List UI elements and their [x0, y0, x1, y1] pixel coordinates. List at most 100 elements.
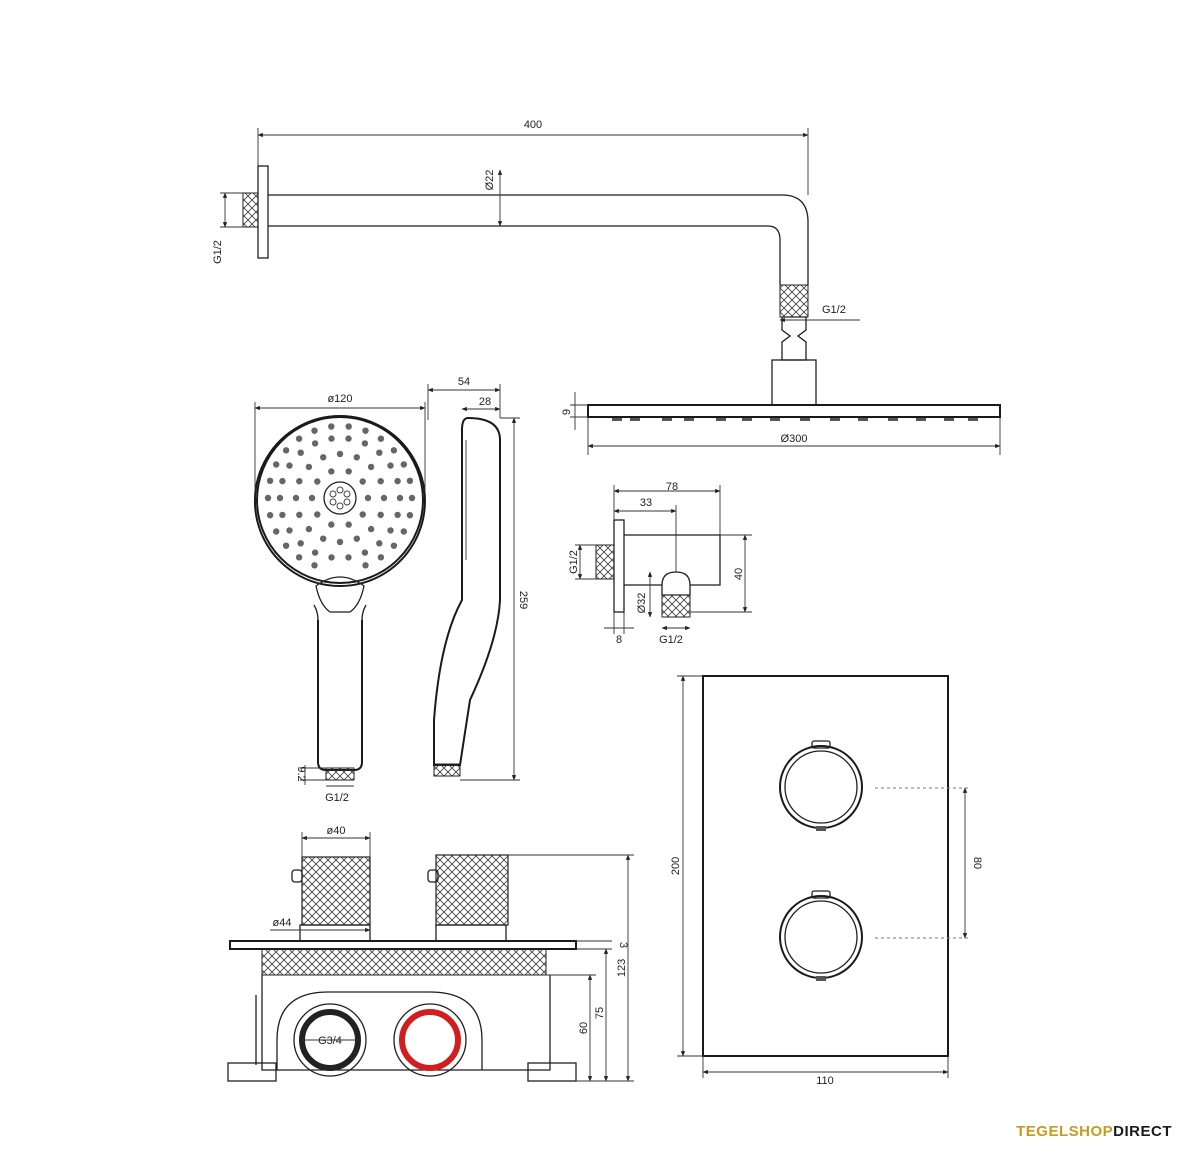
- wall-thread-dimension: G1/2: [212, 192, 243, 264]
- center-nozzle: [343, 498, 351, 506]
- knob-diameter-dimension: ø40: [301, 825, 371, 857]
- nozzle: [376, 449, 383, 456]
- nozzle: [364, 494, 372, 502]
- head-diameter-dimension: Ø300: [587, 417, 1001, 455]
- panel-width-dimension: 110: [702, 1056, 949, 1087]
- nozzle: [345, 521, 352, 528]
- hot-connection-ring: [399, 1009, 461, 1071]
- nozzle: [336, 538, 344, 546]
- nozzle: [353, 454, 360, 461]
- outlet-width-label: 78: [666, 481, 678, 493]
- nozzle: [377, 554, 385, 561]
- nozzle: [328, 554, 335, 561]
- nozzle: [387, 462, 394, 469]
- nozzle: [406, 477, 414, 484]
- arm-length-label: 400: [524, 119, 542, 131]
- nozzle: [296, 511, 303, 518]
- nozzle: [297, 540, 304, 547]
- hand-depth-label: 54: [458, 376, 470, 388]
- nozzle: [305, 463, 313, 471]
- nozzle: [367, 525, 375, 533]
- nozzle: [406, 512, 414, 519]
- knob-diameter-label: ø40: [327, 825, 346, 837]
- mixing-box: G3/4: [227, 854, 577, 1082]
- hand-thread-length-label: 9.2: [295, 766, 307, 781]
- thermostat-panel: [702, 675, 970, 1057]
- outlet-height-label: 40: [733, 568, 745, 580]
- center-nozzle: [336, 502, 344, 510]
- nozzle: [328, 435, 335, 442]
- nozzle: [282, 542, 290, 549]
- nozzle: [394, 477, 401, 485]
- outlet-connection-label: G1/2: [659, 634, 683, 646]
- box-total-label: 123: [616, 959, 628, 977]
- nozzle: [377, 478, 384, 485]
- nozzle: [314, 511, 321, 518]
- nozzle: [305, 525, 313, 533]
- nozzle: [400, 528, 407, 535]
- nozzle: [359, 478, 366, 485]
- hand-diameter-label: ø120: [327, 393, 352, 405]
- knob-spacing-label: 80: [971, 857, 983, 869]
- outlet-height-dimension: 40: [690, 534, 752, 613]
- center-nozzle: [343, 490, 351, 498]
- hand-depth-dimension: 54: [427, 376, 501, 420]
- shower-arm: [242, 165, 817, 406]
- nozzle: [286, 527, 293, 534]
- hand-handle-depth-dimension: 28: [461, 396, 501, 412]
- nozzle: [380, 494, 388, 502]
- outlet-inlet-dimension: G1/2: [568, 544, 596, 580]
- nozzle: [376, 540, 383, 547]
- nozzle: [359, 511, 366, 518]
- outlet-connection-dimension: G1/2: [659, 625, 691, 646]
- knob-base-diameter-label: ø44: [273, 917, 292, 929]
- nozzle: [377, 511, 384, 518]
- nozzle: [311, 427, 318, 434]
- arm-diameter-dimension: Ø22: [484, 169, 503, 227]
- nozzle: [311, 562, 318, 569]
- brand-logo: TEGELSHOPDIRECT: [1016, 1123, 1172, 1140]
- box-depth-75-label: 75: [594, 1007, 606, 1019]
- panel-height-label: 200: [670, 857, 682, 875]
- nozzle: [400, 461, 407, 468]
- nozzle: [345, 423, 352, 430]
- nozzle: [408, 494, 416, 502]
- center-nozzle: [336, 486, 344, 494]
- hand-thread-dimension: G1/2: [325, 785, 354, 804]
- top-knob: [779, 740, 863, 831]
- nozzle: [295, 435, 303, 442]
- wall-outlet: [595, 519, 721, 618]
- hand-thread-label: G1/2: [325, 792, 349, 804]
- head-thickness-dimension: 9: [561, 392, 588, 430]
- nozzle: [328, 423, 335, 430]
- nozzle: [295, 554, 303, 561]
- box-depth-60-dimension: 60: [546, 974, 596, 1082]
- hand-length-dimension: 259: [460, 417, 529, 781]
- hand-thread-length-dimension: 9.2: [295, 765, 326, 785]
- panel-height-dimension: 200: [670, 675, 703, 1057]
- center-nozzle: [329, 490, 337, 498]
- head-thickness-label: 9: [561, 409, 573, 415]
- nozzle: [282, 447, 290, 454]
- nozzle: [279, 477, 286, 485]
- rain-head-nozzles: [612, 418, 978, 421]
- nozzle: [292, 494, 300, 502]
- nozzle: [314, 478, 321, 485]
- nozzle: [390, 542, 398, 549]
- nozzle: [273, 461, 280, 468]
- nozzle: [266, 512, 274, 519]
- box-plate-label: 3: [617, 942, 629, 948]
- hand-length-label: 259: [517, 591, 529, 609]
- nozzle: [273, 528, 280, 535]
- nozzle: [345, 554, 352, 561]
- hand-shower-front: [254, 415, 426, 781]
- box-depth-75-dimension: 75: [594, 948, 609, 1082]
- nozzle: [353, 535, 360, 542]
- nozzle: [394, 511, 401, 519]
- outlet-width-dimension: 78: [613, 481, 721, 535]
- hand-spray-nozzles: [264, 423, 416, 569]
- box-connection-label: G3/4: [318, 1035, 342, 1047]
- nozzle: [328, 521, 335, 528]
